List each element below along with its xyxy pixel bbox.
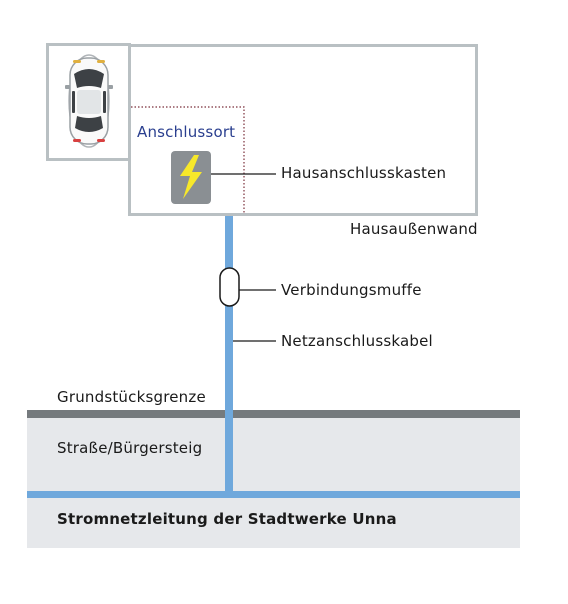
label-netzanschlusskabel: Netzanschlusskabel (281, 332, 433, 350)
car-icon (65, 54, 113, 148)
connector-muff (219, 267, 240, 307)
label-grundstuecksgrenze: Grundstücksgrenze (57, 388, 206, 406)
property-boundary-line (27, 410, 520, 418)
label-anschlussort: Anschlussort (137, 123, 236, 141)
label-stromnetzleitung: Stromnetzleitung der Stadtwerke Unna (57, 510, 397, 528)
label-hausaussenwand: Hausaußenwand (350, 220, 478, 238)
house-connection-box (171, 151, 211, 204)
connection-area-outline (131, 106, 245, 213)
label-hausanschlusskasten: Hausanschlusskasten (281, 164, 447, 182)
lightning-bolt-icon (180, 155, 202, 199)
street-area (27, 413, 520, 548)
connection-cable (225, 214, 233, 494)
label-verbindungsmuffe: Verbindungsmuffe (281, 281, 422, 299)
label-strasse: Straße/Bürgersteig (57, 439, 203, 457)
utility-main-line (27, 491, 520, 498)
